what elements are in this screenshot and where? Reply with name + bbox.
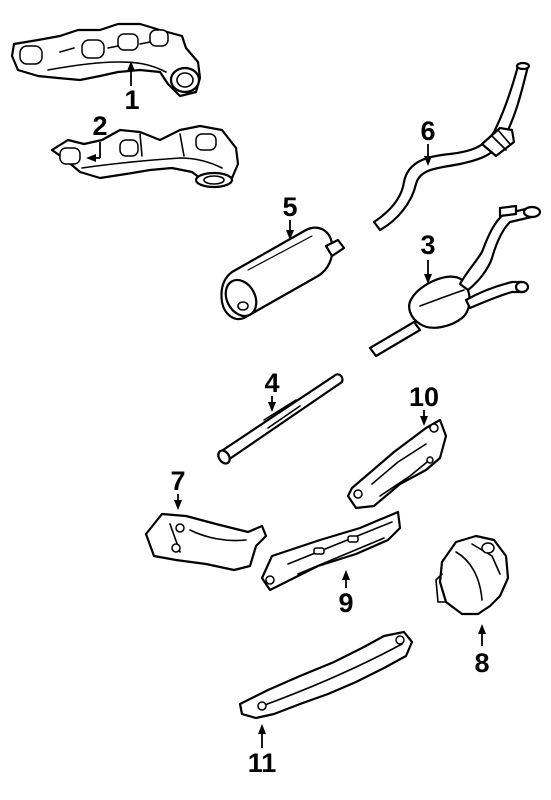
part-11-heat-shield[interactable] bbox=[238, 630, 414, 720]
part-9-heat-shield[interactable] bbox=[260, 510, 402, 592]
callout-5: 5 bbox=[282, 192, 297, 222]
callout-3-group: 3 bbox=[420, 230, 436, 284]
callout-5-group: 5 bbox=[282, 192, 298, 240]
callout-4-group: 4 bbox=[264, 368, 280, 412]
arrow-3 bbox=[424, 274, 432, 284]
callout-6-group: 6 bbox=[420, 116, 436, 166]
arrow-6 bbox=[424, 156, 432, 166]
callout-3: 3 bbox=[420, 230, 435, 260]
part-6-tail-pipe[interactable] bbox=[372, 61, 531, 232]
arrow-2 bbox=[86, 154, 96, 162]
arrow-11 bbox=[258, 724, 266, 734]
callout-9: 9 bbox=[338, 588, 353, 618]
part-4-intermediate-pipe[interactable] bbox=[216, 373, 344, 465]
callout-8-group: 8 bbox=[474, 624, 490, 678]
arrow-5 bbox=[286, 230, 294, 240]
arrow-8 bbox=[478, 624, 486, 634]
callout-7-group: 7 bbox=[170, 466, 186, 510]
callout-4: 4 bbox=[264, 368, 279, 398]
callout-7: 7 bbox=[170, 466, 185, 496]
callout-2: 2 bbox=[92, 111, 107, 141]
part-5-muffler[interactable] bbox=[220, 226, 346, 322]
callout-6: 6 bbox=[420, 116, 435, 146]
callout-1: 1 bbox=[124, 85, 139, 115]
callout-2-group: 2 bbox=[86, 111, 108, 162]
part-3-converter-assembly[interactable] bbox=[368, 204, 542, 358]
part-8-converter-shield[interactable] bbox=[435, 534, 510, 616]
arrow-10 bbox=[420, 416, 428, 426]
part-1-exhaust-manifold[interactable] bbox=[10, 22, 202, 98]
callout-10: 10 bbox=[409, 382, 439, 412]
arrow-1 bbox=[127, 61, 135, 71]
arrow-4 bbox=[268, 402, 276, 412]
part-10-heat-shield[interactable] bbox=[346, 418, 448, 510]
callout-8: 8 bbox=[474, 648, 489, 678]
callout-11: 11 bbox=[248, 748, 277, 778]
callout-9-group: 9 bbox=[338, 570, 354, 618]
callout-11-group: 11 bbox=[248, 724, 277, 778]
arrow-9 bbox=[342, 570, 350, 580]
arrow-7 bbox=[174, 500, 182, 510]
callout-10-group: 10 bbox=[409, 382, 439, 426]
part-2-exhaust-manifold[interactable] bbox=[50, 124, 240, 189]
callout-1-group: 1 bbox=[124, 61, 140, 115]
part-7-heat-shield[interactable] bbox=[144, 512, 268, 572]
